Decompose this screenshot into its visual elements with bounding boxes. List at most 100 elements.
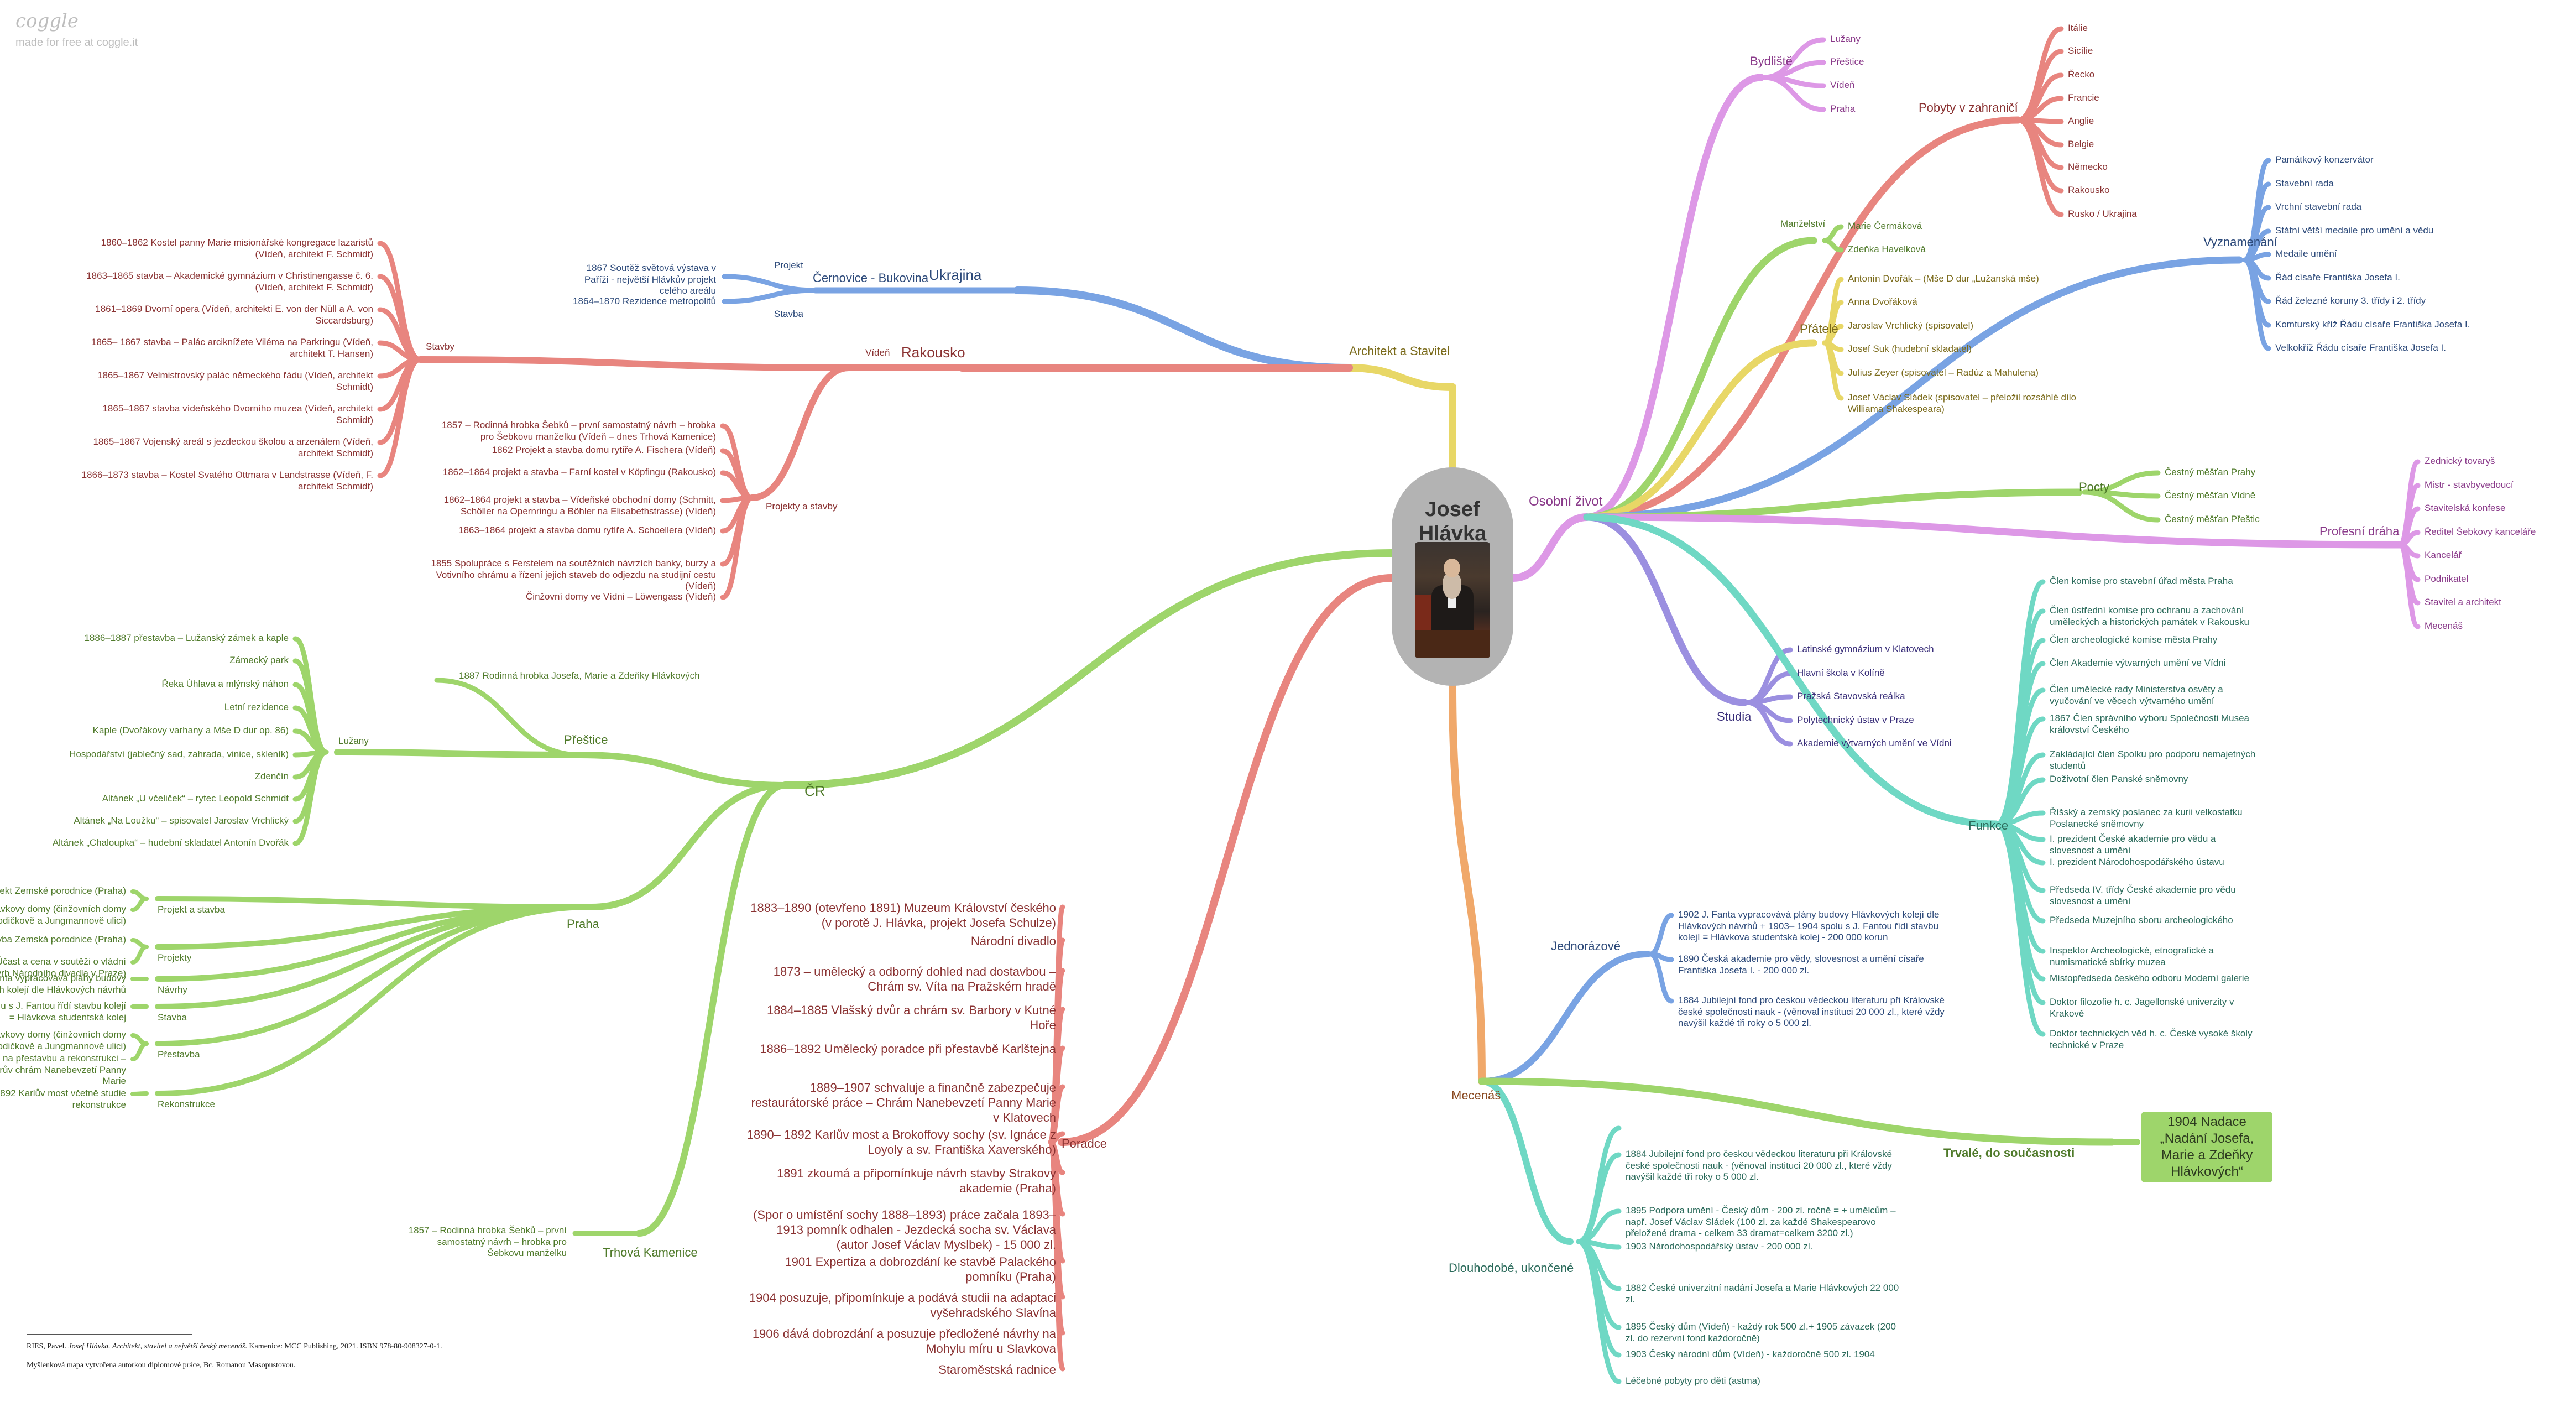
node-praha-group[interactable]: Projekty [158, 952, 192, 963]
leaf-poradce[interactable]: 1884–1885 Vlašský dvůr a chrám sv. Barbo… [767, 1003, 1056, 1032]
leaf-funkce[interactable]: Člen umělecké rady Ministerstva osvěty a… [2050, 684, 2223, 706]
leaf-pobyty[interactable]: Belgie [2068, 139, 2094, 149]
leaf-funkce[interactable]: Doktor filozofie h. c. Jagellonské unive… [2050, 997, 2234, 1019]
leaf-dlouhodobe[interactable]: 1895 Podpora umění - Český dům - 200 zl.… [1626, 1205, 1896, 1239]
leaf-vyznamenani[interactable]: Řád císaře Františka Josefa I. [2275, 272, 2400, 283]
leaf-pocty[interactable]: Čestný měšťan Přeštic [2165, 514, 2260, 524]
node-pocty[interactable]: Pocty [2079, 480, 2110, 494]
leaf-bydliste[interactable]: Lužany [1830, 34, 1861, 44]
leaf-poradce[interactable]: 1873 – umělecký a odborný dohled nad dos… [773, 965, 1056, 993]
leaf-dlouhodobe[interactable]: 1903 Národohospodářský ústav - 200 000 z… [1626, 1241, 1813, 1252]
leaf-bydliste[interactable]: Praha [1830, 103, 1856, 114]
leaf-praha[interactable]: 1889–1890 – Hlávkovy domy (činžovních do… [0, 904, 126, 926]
node-prestice[interactable]: Přeštice [564, 733, 608, 747]
node-luzany[interactable]: Lužany [338, 736, 369, 746]
leaf-funkce[interactable]: Člen Akademie výtvarných umění ve Vídni [2050, 658, 2226, 668]
leaf-poradce[interactable]: (Spor o umístění sochy 1888–1893) práce … [753, 1208, 1056, 1252]
node-dlouhodobe[interactable]: Dlouhodobé, ukončené [1449, 1261, 1574, 1275]
leaf-luzany[interactable]: Altánek „Na Loužku“ – spisovatel Jarosla… [74, 815, 289, 826]
leaf-pratele[interactable]: Julius Zeyer (spisovatel – Radúz a Mahul… [1848, 367, 2039, 378]
leaf-funkce[interactable]: 1867 Člen správního výboru Společnosti M… [2050, 713, 2249, 735]
leaf-luzany[interactable]: Řeka Úhlava a mlýnský náhon [161, 679, 289, 689]
leaf-studia[interactable]: Polytechnický ústav v Praze [1797, 715, 1914, 725]
leaf-jednorazove[interactable]: 1884 Jubilejní fond pro českou vědeckou … [1678, 995, 1945, 1029]
node-jednorazove[interactable]: Jednorázové [1551, 939, 1621, 953]
leaf-prestice[interactable]: 1887 Rodinná hrobka Josefa, Marie a Zdeň… [459, 670, 700, 681]
leaf-projekty[interactable]: 1857 – Rodinná hrobka Šebků – první samo… [441, 420, 716, 442]
leaf-dlouhodobe[interactable]: 1895 Český dům (Vídeň) - každý rok 500 z… [1626, 1321, 1896, 1343]
leaf-praha[interactable]: 1889–1890 – Hlávkovy domy (činžovních do… [0, 1029, 126, 1051]
leaf-luzany[interactable]: Altánek „U včeliček“ – rytec Leopold Sch… [102, 793, 289, 804]
leaf-jednorazove[interactable]: 1890 Česká akademie pro vědy, slovesnost… [1678, 953, 1924, 976]
coggle-logo[interactable]: coggle made for free at coggle.it [15, 10, 138, 49]
leaf-pocty[interactable]: Čestný měšťan Prahy [2165, 467, 2256, 477]
leaf-studia[interactable]: Latinské gymnázium v Klatovech [1797, 644, 1934, 654]
leaf-dlouhodobe[interactable]: 1884 Jubilejní fond pro českou vědeckou … [1626, 1149, 1892, 1182]
node-stavba[interactable]: Stavba [774, 309, 803, 319]
leaf-pratele[interactable]: Anna Dvořáková [1848, 296, 1917, 307]
leaf-funkce[interactable]: Člen ústřední komise pro ochranu a zacho… [2050, 605, 2249, 627]
leaf-funkce[interactable]: Doživotní člen Panské sněmovny [2050, 774, 2188, 784]
leaf-funkce[interactable]: Zakládající člen Spolku pro podporu nema… [2050, 749, 2256, 771]
leaf-praha[interactable]: 1890-1892 Karlův most včetně studie reko… [0, 1088, 126, 1110]
node-pratele[interactable]: Přátelé [1800, 322, 1838, 336]
node-bydliste[interactable]: Bydliště [1750, 54, 1793, 68]
branch-architekt[interactable]: Architekt a Stavitel [1349, 344, 1450, 358]
leaf-pobyty[interactable]: Rakousko [2068, 185, 2110, 195]
node-manzelstvi[interactable]: Manželství [1780, 218, 1826, 229]
leaf-pobyty[interactable]: Sicílie [2068, 45, 2093, 56]
node-praha[interactable]: Praha [567, 917, 599, 931]
leaf-poradce[interactable]: 1906 dává dobrozdání a posuzuje předlože… [752, 1327, 1056, 1356]
leaf-funkce[interactable]: Člen komise pro stavební úřad města Prah… [2050, 576, 2233, 586]
leaf-pobyty[interactable]: Řecko [2068, 69, 2095, 80]
node-praha-group[interactable]: Rekonstrukce [158, 1099, 215, 1109]
node-cernovice[interactable]: Černovice - Bukovina [813, 271, 929, 285]
leaf-manzelstvi[interactable]: Zdeňka Havelková [1848, 244, 1926, 254]
branch-osobni[interactable]: Osobní život [1529, 494, 1603, 509]
leaf-bydliste[interactable]: Přeštice [1830, 56, 1864, 67]
leaf[interactable]: 1867 Soutěž světová výstava v Paříži - n… [584, 263, 716, 296]
leaf-luzany[interactable]: Altánek „Chaloupka“ – hudební skladatel … [52, 837, 289, 848]
leaf-funkce[interactable]: Předseda IV. třídy České akademie pro vě… [2050, 884, 2236, 906]
leaf-bydliste[interactable]: Vídeň [1830, 80, 1855, 90]
branch-ukrajina[interactable]: Ukrajina [929, 267, 982, 283]
node-viden[interactable]: Vídeň [865, 347, 890, 358]
branch-rakousko[interactable]: Rakousko [901, 344, 965, 361]
leaf-poradce[interactable]: 1883–1890 (otevřeno 1891) Muzeum Královs… [750, 901, 1056, 930]
leaf-luzany[interactable]: Hospodářství (jablečný sad, zahrada, vin… [69, 749, 289, 759]
leaf-stavby[interactable]: 1865– 1867 stavba – Palác arciknížete Vi… [91, 337, 373, 359]
leaf-vyznamenani[interactable]: Medaile umění [2275, 248, 2337, 259]
central-node[interactable]: Josef Hlávka [1392, 467, 1513, 686]
leaf-vyznamenani[interactable]: Stavební rada [2275, 178, 2334, 189]
leaf-profesni[interactable]: Stavitelská konfese [2425, 503, 2506, 513]
leaf-praha[interactable]: 1862 Projekt Zemské porodnice (Praha) [0, 885, 126, 896]
leaf-stavby[interactable]: 1865–1867 Velmistrovský palác německého … [97, 370, 373, 392]
leaf-luzany[interactable]: Zámecký park [229, 655, 289, 665]
leaf-luzany[interactable]: Kaple (Dvořákovy varhany a Mše D dur op.… [92, 725, 289, 736]
leaf-poradce[interactable]: 1889–1907 schvaluje a finančně zabezpeču… [751, 1081, 1056, 1124]
leaf-luzany[interactable]: 1886–1887 přestavba – Lužanský zámek a k… [84, 633, 289, 643]
node-pobyty[interactable]: Pobyty v zahraničí [1919, 101, 2018, 114]
leaf-poradce[interactable]: 1901 Expertiza a dobrozdání ke stavbě Pa… [785, 1255, 1056, 1284]
leaf-pobyty[interactable]: Rusko / Ukrajina [2068, 209, 2137, 219]
leaf-profesni[interactable]: Mecenáš [2425, 621, 2463, 631]
node-projekty[interactable]: Projekty a stavby [766, 501, 838, 512]
leaf-pobyty[interactable]: Německo [2068, 161, 2108, 172]
node-projekt[interactable]: Projekt [774, 260, 803, 270]
leaf-projekty[interactable]: 1863–1864 projekt a stavba domu rytíře A… [458, 525, 716, 535]
leaf-vyznamenani[interactable]: Řád železné koruny 3. třídy i 2. třídy [2275, 295, 2426, 306]
node-praha-group[interactable]: Projekt a stavba [158, 904, 225, 915]
leaf-poradce[interactable]: 1904 posuzuje, připomínkuje a podává stu… [749, 1291, 1056, 1320]
leaf-luzany[interactable]: Letní rezidence [224, 702, 289, 712]
leaf-vyznamenani[interactable]: Státní větší medaile pro umění a vědu [2275, 225, 2434, 236]
leaf-pratele[interactable]: Josef Suk (hudební skladatel) [1848, 343, 1972, 354]
leaf-funkce[interactable]: Člen archeologické komise města Prahy [2050, 634, 2218, 645]
leaf-stavby[interactable]: 1861–1869 Dvorní opera (Vídeň, architekt… [95, 304, 373, 326]
leaf-praha[interactable]: 1902 J. Fanta vypracovává plány budovy H… [0, 973, 126, 995]
leaf-praha[interactable]: 1857 Účast a cena v soutěži o vládní sti… [0, 956, 126, 978]
leaf-profesni[interactable]: Zednický tovaryš [2425, 456, 2495, 466]
leaf-pocty[interactable]: Čestný měšťan Vídně [2165, 490, 2256, 501]
leaf-praha[interactable]: 1865–1875 stavba Zemská porodnice (Praha… [0, 934, 126, 945]
leaf-funkce[interactable]: I. prezident České akademie pro vědu a s… [2050, 833, 2216, 856]
node-trvale[interactable]: Trvalé, do současnosti [1943, 1146, 2075, 1160]
